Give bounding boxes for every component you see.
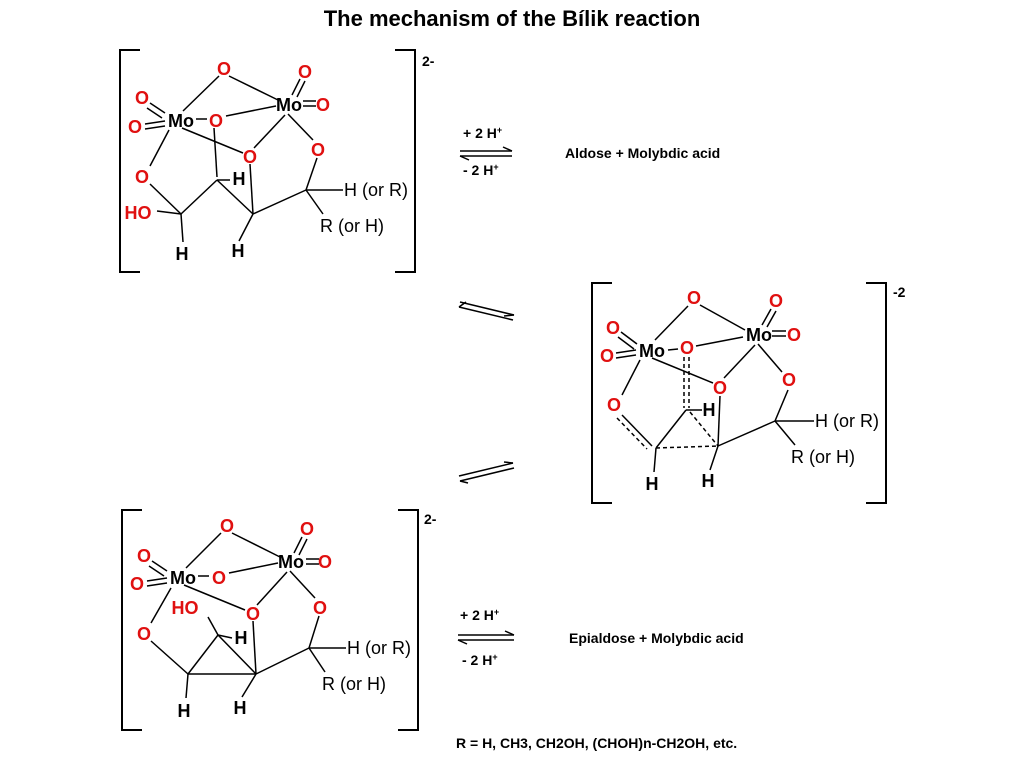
bond-lines (144, 75, 343, 243)
dashed-bonds (616, 357, 719, 450)
oxygen-atom: O (220, 516, 234, 536)
molybdenum-atom: Mo (168, 111, 194, 131)
oxygen-atom: O (782, 370, 796, 390)
bracket-right (866, 282, 887, 504)
oxygen-atom: O (607, 395, 621, 415)
hydrogen-atom: H (232, 241, 245, 261)
hydroxyl-group: HO (125, 203, 152, 223)
substituent-r-or-h: R (or H) (791, 447, 855, 467)
atom-labels: O O O O Mo O Mo O O O O HO H H H (130, 516, 332, 721)
substituent-h-or-r: H (or R) (344, 180, 408, 200)
oxygen-atom: O (300, 519, 314, 539)
product-aldose: Aldose + Molybdic acid (565, 145, 720, 161)
oxygen-atom: O (713, 378, 727, 398)
oxygen-atom: O (606, 318, 620, 338)
oxygen-atom: O (246, 604, 260, 624)
bracket-right (398, 509, 419, 731)
molybdenum-atom: Mo (276, 95, 302, 115)
hydrogen-atom: H (178, 701, 191, 721)
bracket-left (119, 49, 140, 273)
oxygen-atom: O (769, 291, 783, 311)
oxygen-atom: O (137, 546, 151, 566)
substituent-r-or-h: R (or H) (320, 216, 384, 236)
substituent-h-or-r: H (or R) (815, 411, 879, 431)
backward-condition: - 2 H+ (462, 652, 498, 668)
oxygen-atom: O (316, 95, 330, 115)
backward-condition: - 2 H+ (463, 162, 499, 178)
complex-bottom: 2- (121, 509, 437, 731)
oxygen-atom: O (128, 117, 142, 137)
oxygen-atom: O (135, 167, 149, 187)
forward-condition: + 2 H+ (460, 607, 499, 623)
oxygen-atom: O (600, 346, 614, 366)
oxygen-atom: O (680, 338, 694, 358)
oxygen-atom: O (137, 624, 151, 644)
bracket-left (121, 509, 142, 731)
hydrogen-atom: H (646, 474, 659, 494)
equilibrium-arrows (457, 630, 515, 645)
forward-condition: + 2 H+ (463, 125, 502, 141)
equilibrium-bottom: + 2 H+ - 2 H+ Epialdose + Molybdic acid (457, 607, 744, 668)
oxygen-atom: O (313, 598, 327, 618)
complex-middle: -2 (591, 282, 906, 504)
atom-labels: O O O O Mo O Mo O O O O H H H (600, 288, 801, 494)
equilibrium-arrows-lower (458, 461, 515, 484)
oxygen-atom: O (130, 574, 144, 594)
complex-top: 2- (119, 49, 435, 273)
atom-labels: O O O O Mo O Mo O O O O HO H H H (125, 59, 331, 264)
equilibrium-arrows (459, 146, 513, 161)
bracket-left (591, 282, 612, 504)
bond-lines (615, 304, 814, 473)
molybdenum-atom: Mo (639, 341, 665, 361)
hydrogen-atom: H (233, 169, 246, 189)
footnote-substituent-definition: R = H, CH3, CH2OH, (CHOH)n-CH2OH, etc. (456, 735, 737, 751)
molybdenum-atom: Mo (170, 568, 196, 588)
bracket-right (395, 49, 416, 273)
oxygen-atom: O (311, 140, 325, 160)
oxygen-atom: O (135, 88, 149, 108)
hydrogen-atom: H (176, 244, 189, 264)
equilibrium-arrows-upper (458, 301, 515, 321)
charge-label: 2- (424, 511, 437, 527)
hydrogen-atom: H (703, 400, 716, 420)
charge-label: -2 (893, 284, 906, 300)
substituent-r-or-h: R (or H) (322, 674, 386, 694)
oxygen-atom: O (318, 552, 332, 572)
oxygen-atom: O (687, 288, 701, 308)
oxygen-atom: O (209, 111, 223, 131)
molybdenum-atom: Mo (746, 325, 772, 345)
hydroxyl-group: HO (172, 598, 199, 618)
oxygen-atom: O (298, 62, 312, 82)
bond-lines (146, 532, 346, 699)
hydrogen-atom: H (235, 628, 248, 648)
hydrogen-atom: H (234, 698, 247, 718)
product-epialdose: Epialdose + Molybdic acid (569, 630, 744, 646)
charge-label: 2- (422, 53, 435, 69)
molybdenum-atom: Mo (278, 552, 304, 572)
oxygen-atom: O (787, 325, 801, 345)
oxygen-atom: O (243, 147, 257, 167)
diagram-title: The mechanism of the Bílik reaction (323, 6, 701, 31)
oxygen-atom: O (217, 59, 231, 79)
hydrogen-atom: H (702, 471, 715, 491)
oxygen-atom: O (212, 568, 226, 588)
equilibrium-top: + 2 H+ - 2 H+ Aldose + Molybdic acid (459, 125, 720, 178)
substituent-h-or-r: H (or R) (347, 638, 411, 658)
